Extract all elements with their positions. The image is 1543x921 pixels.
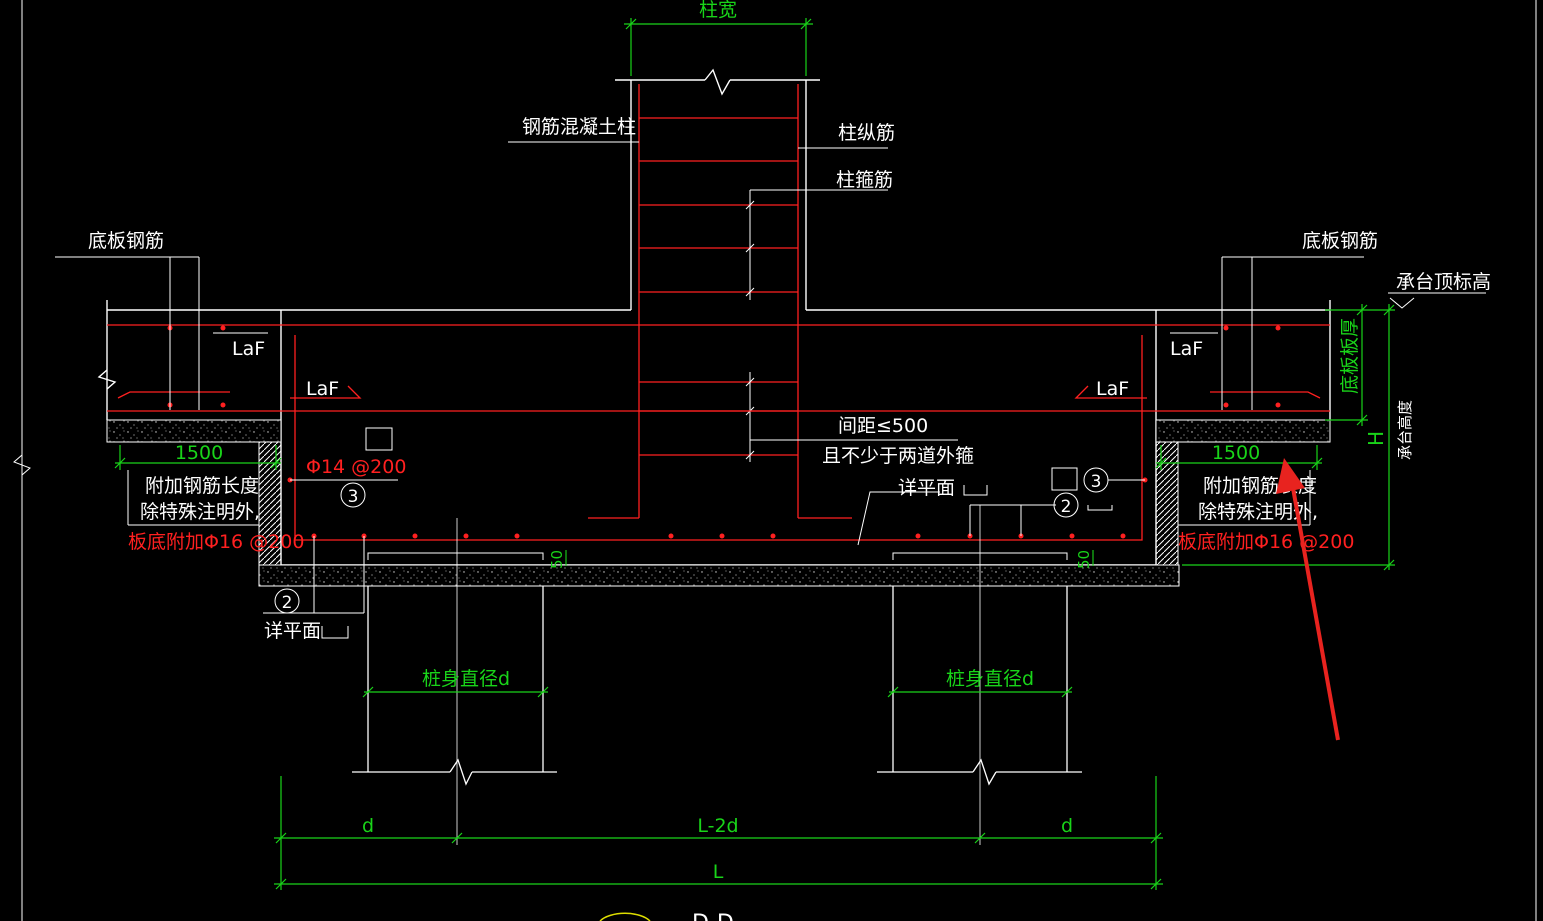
note-left-red: 板底附加Φ16 @200 xyxy=(128,531,304,553)
marker-2-left-text: 2 xyxy=(282,593,293,613)
note-boxes xyxy=(127,470,1311,526)
annotation-arrow-icon xyxy=(1276,458,1340,741)
note-right-line-2: 除特殊注明外, xyxy=(1198,501,1318,523)
pile-cap-outline xyxy=(97,300,1331,566)
num-50-right: 50 xyxy=(1075,550,1093,569)
cap-blinding xyxy=(258,564,1180,587)
pile-right xyxy=(877,586,1082,786)
dim-l-label: L xyxy=(713,861,724,883)
note-left-line-2: 除特殊注明外, xyxy=(140,501,260,523)
plate-rebar-dots xyxy=(167,325,1281,539)
marker-2-right-text: 2 xyxy=(1061,497,1072,517)
cap-height-dimension xyxy=(1182,304,1395,571)
embed-50-dimension xyxy=(565,550,1094,566)
bottom-partial-label: D-D xyxy=(692,911,734,921)
small-box-right xyxy=(1051,467,1078,491)
small-box-left xyxy=(365,427,393,451)
see-plan-right-leader xyxy=(857,485,1056,546)
spacing-label-1: 间距≤500 xyxy=(838,415,928,437)
column-width-dimension xyxy=(624,18,813,76)
marker-3-right: 3 xyxy=(1083,467,1109,493)
spacing-label-2: 且不少于两道外箍 xyxy=(822,445,974,467)
cap-height-label: 承台高度 xyxy=(1396,400,1414,460)
dim-d-right-label: d xyxy=(1061,815,1073,837)
dim-d-left-label: d xyxy=(362,815,374,837)
see-plan-left-leader xyxy=(263,536,365,639)
column-rebar xyxy=(588,84,852,519)
column-long-bar-label: 柱纵筋 xyxy=(838,122,895,144)
see-plan-right-label: 详平面 xyxy=(898,477,955,499)
plate-rebar xyxy=(107,324,1330,541)
laf-label-1: LaF xyxy=(232,338,265,360)
column-stirrup-label: 柱箍筋 xyxy=(836,169,893,191)
len-1500-left-label: 1500 xyxy=(175,442,223,464)
pile-centerlines xyxy=(456,505,981,845)
dim-l2d-label: L-2d xyxy=(697,815,738,837)
bottom-dimensions xyxy=(274,776,1163,890)
laf-label-2: LaF xyxy=(306,378,339,400)
see-plan-left-label: 详平面 xyxy=(264,620,321,642)
plate-thickness-label: 底板板厚 xyxy=(1339,318,1361,394)
plate-rebar-leaders xyxy=(55,256,1486,410)
section-title-circle xyxy=(599,912,651,921)
note-left-line-1: 附加钢筋长度 xyxy=(145,475,259,497)
side-wall-right xyxy=(1155,441,1179,566)
left-border xyxy=(13,0,1537,921)
plate-blinding-left xyxy=(106,419,282,443)
note-right-red: 板底附加Φ16 @200 xyxy=(1178,531,1354,553)
len-1500-dimensions xyxy=(114,445,1323,470)
rebar-spec-label: Φ14 @200 xyxy=(306,456,406,478)
side-wall-left xyxy=(258,441,282,566)
marker-3-right-text: 3 xyxy=(1091,472,1102,492)
bottom-plate-rebar-right-label: 底板钢筋 xyxy=(1302,230,1378,252)
pile-embed-details xyxy=(367,552,1068,560)
pile-dia-right-label: 桩身直径d xyxy=(946,668,1034,690)
bottom-plate-rebar-left-label: 底板钢筋 xyxy=(88,230,164,252)
column-outline xyxy=(615,68,820,310)
marker-2-right: 2 xyxy=(1053,492,1079,518)
marker-2-left: 2 xyxy=(274,588,300,614)
marker-3-left-text: 3 xyxy=(348,487,359,507)
pile-diameter-dimensions xyxy=(362,686,1073,698)
len-1500-right-label: 1500 xyxy=(1212,442,1260,464)
num-50-left: 50 xyxy=(548,550,566,569)
plate-blinding-right xyxy=(1155,419,1331,443)
column-leaders xyxy=(508,141,888,191)
laf-label-3: LaF xyxy=(1170,338,1203,360)
rc-column-label: 钢筋混凝土柱 xyxy=(522,116,636,138)
marker-3-left: 3 xyxy=(340,482,366,508)
laf-label-4: LaF xyxy=(1096,378,1129,400)
h-mark-label: H xyxy=(1364,431,1388,446)
pile-dia-left-label: 桩身直径d xyxy=(422,668,510,690)
pile-left xyxy=(352,586,557,786)
marker-3-right-bracket xyxy=(1087,505,1113,511)
column-width-label: 柱宽 xyxy=(699,0,737,21)
stirrup-spacing-ticks xyxy=(745,190,755,462)
cap-top-elevation-label: 承台顶标高 xyxy=(1396,271,1491,293)
